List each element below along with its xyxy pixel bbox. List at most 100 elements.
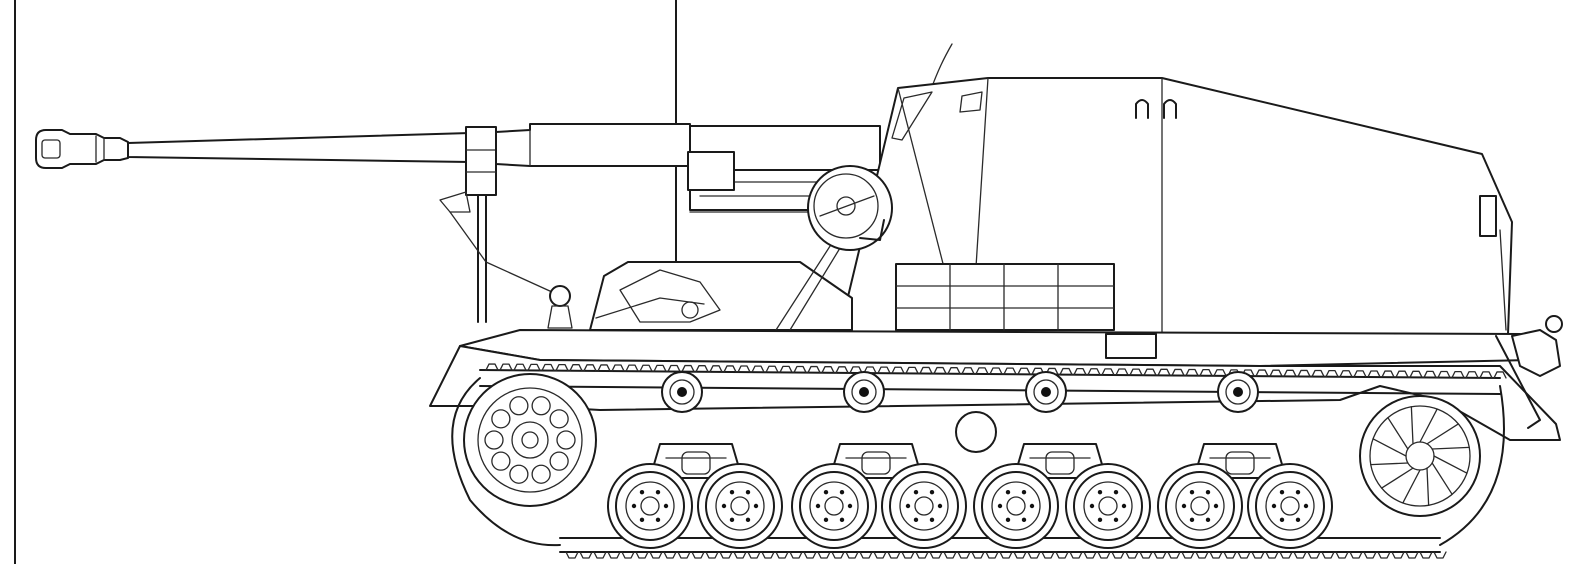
track-link	[653, 364, 667, 373]
lifting-hook	[1135, 99, 1149, 119]
track-link	[1013, 551, 1027, 559]
sprocket-hole	[531, 464, 551, 484]
track-link	[1139, 551, 1153, 559]
idler-spoke	[1381, 467, 1414, 489]
track-link	[695, 365, 709, 373]
road-wheel	[791, 463, 877, 549]
track-link	[765, 365, 779, 373]
track-link	[1409, 370, 1423, 378]
track-link	[705, 551, 719, 559]
track-link	[789, 551, 803, 559]
track-link	[1395, 370, 1409, 378]
track-link	[1199, 368, 1213, 377]
track-link	[649, 551, 663, 559]
track-link	[1171, 368, 1185, 377]
sprocket-hole	[484, 430, 504, 450]
track-link	[1451, 370, 1465, 379]
track-link	[611, 364, 625, 372]
track-link	[621, 551, 635, 559]
track-link	[723, 365, 737, 373]
track-link	[929, 551, 943, 559]
return-roller	[1025, 371, 1067, 413]
track-link	[1293, 551, 1307, 559]
track-link	[1209, 551, 1223, 559]
sprocket-hole	[491, 409, 511, 429]
road-wheel	[1065, 463, 1151, 549]
track-link	[1377, 551, 1391, 559]
track-link	[751, 365, 765, 373]
track-link	[1367, 370, 1381, 378]
track-link	[845, 551, 859, 559]
track-link	[1101, 368, 1115, 376]
track-link	[1335, 551, 1349, 559]
track-link	[793, 365, 807, 374]
track-link	[975, 367, 989, 375]
track-link	[1283, 369, 1297, 377]
track-link	[1157, 368, 1171, 376]
idler-spoke	[1410, 406, 1414, 445]
track-link	[1143, 368, 1157, 376]
track-link	[1167, 551, 1181, 559]
track-link	[915, 551, 929, 559]
return-roller	[661, 371, 703, 413]
track-link	[1363, 551, 1377, 559]
track-link	[691, 551, 705, 559]
track-link	[1059, 367, 1073, 376]
road-wheel	[881, 463, 967, 549]
track-link	[1307, 551, 1321, 559]
superstructure	[589, 77, 1513, 335]
track-link	[607, 551, 621, 559]
track-link	[817, 551, 831, 559]
road-wheel	[607, 463, 693, 549]
track-links-bottom	[565, 551, 1447, 559]
track-link	[1321, 551, 1335, 559]
track-link	[989, 367, 1003, 375]
track-link	[1279, 551, 1293, 559]
return-rollers	[661, 371, 1259, 413]
track-link	[1097, 551, 1111, 559]
track-link	[1391, 551, 1405, 559]
track-link	[1419, 551, 1433, 559]
track-link	[1339, 370, 1353, 378]
track-link	[565, 551, 579, 559]
barrel-clamp	[465, 126, 497, 196]
sprocket-hole	[549, 409, 569, 429]
track-link	[1405, 551, 1419, 559]
track-link	[747, 551, 761, 559]
sprocket-hole	[549, 451, 569, 471]
track-link	[849, 366, 863, 374]
track-link	[1003, 367, 1017, 375]
road-wheel	[1247, 463, 1333, 549]
road-wheel	[1157, 463, 1243, 549]
track-link	[1465, 371, 1479, 379]
track-link	[947, 367, 961, 375]
track-link	[485, 363, 499, 371]
return-roller	[843, 371, 885, 413]
track-link	[807, 365, 821, 374]
sprocket-hole	[509, 464, 529, 484]
track-link	[1115, 368, 1129, 376]
track-link	[1237, 551, 1251, 559]
muzzle-brake-port	[41, 139, 61, 159]
track-link	[1265, 551, 1279, 559]
track-link	[719, 551, 733, 559]
track-link	[1433, 551, 1447, 559]
track-link	[999, 551, 1013, 559]
road-wheel	[697, 463, 783, 549]
track-link	[499, 363, 513, 371]
sprocket-hole	[531, 396, 551, 416]
track-link	[1479, 371, 1493, 379]
sprocket-hole	[491, 451, 511, 471]
track-link	[761, 551, 775, 559]
track-link	[775, 551, 789, 559]
track-link	[513, 363, 527, 371]
track-link	[1111, 551, 1125, 559]
lifting-hook	[1163, 99, 1177, 119]
track-link	[1223, 551, 1237, 559]
idler-spoke	[1402, 469, 1421, 504]
track-link	[985, 551, 999, 559]
track-link	[681, 364, 695, 373]
track-link	[1017, 367, 1031, 375]
track-link	[1297, 369, 1311, 378]
idler-spoke	[1431, 446, 1470, 450]
